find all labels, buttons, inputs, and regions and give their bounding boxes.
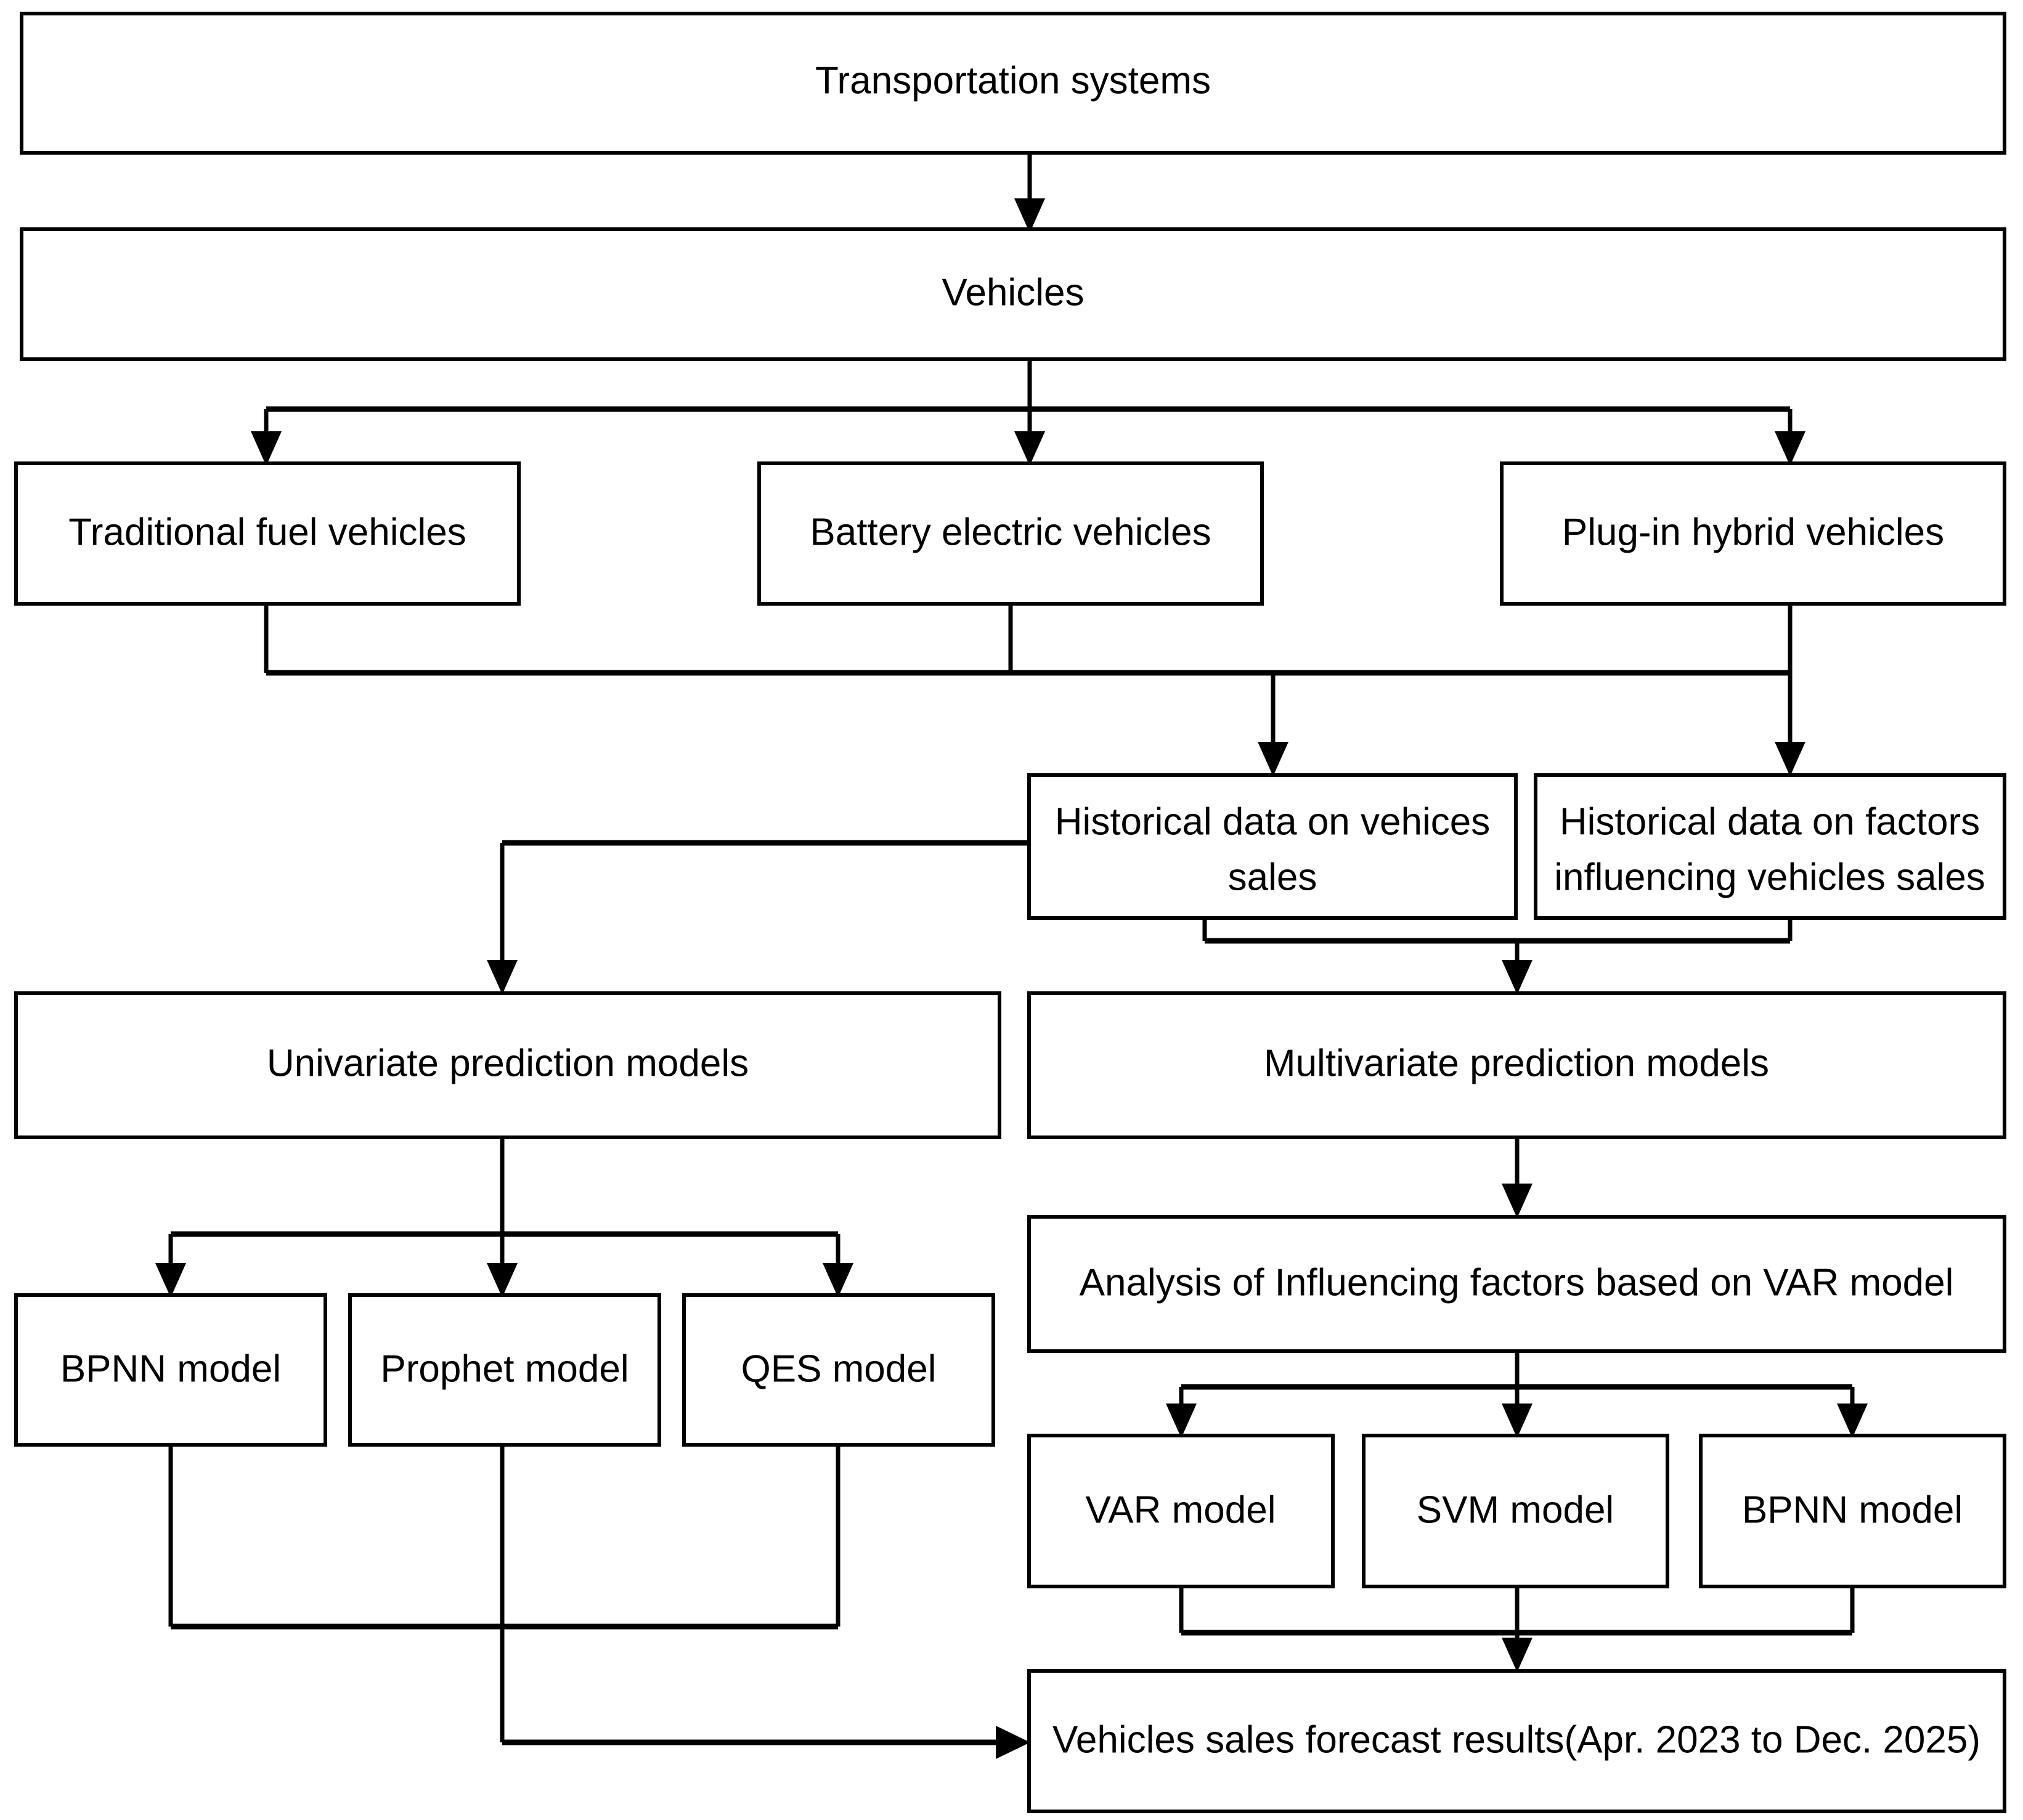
historical-data-vehicle-sales-box[interactable] bbox=[1027, 773, 1518, 920]
traditional-fuel-vehicles-box[interactable] bbox=[14, 461, 521, 606]
connector-layer bbox=[155, 153, 1868, 1759]
vehicles-label: Vehicles bbox=[942, 271, 1085, 314]
plug-in-hybrid-vehicles-box[interactable] bbox=[1500, 461, 2006, 606]
svm-model-label: SVM model bbox=[1417, 1489, 1614, 1531]
node-vehicles[interactable]: Vehicles bbox=[20, 227, 2006, 361]
edge-historical-sales-to-univariate bbox=[487, 840, 1029, 994]
node-battery-electric-vehicles[interactable]: Battery electric vehicles bbox=[757, 461, 1264, 606]
edge-historical-to-multivariate bbox=[1202, 918, 1793, 994]
historical-data-vehicle-sales-label-line1: Historical data on vehices bbox=[1055, 800, 1490, 843]
var-model-box[interactable] bbox=[1027, 1434, 1335, 1588]
bpnn-model-univariate-label: BPNN model bbox=[60, 1347, 281, 1390]
edge-multivariate-to-analysis bbox=[1502, 1137, 1533, 1218]
vehicles-sales-forecast-results-box[interactable] bbox=[1027, 1669, 2006, 1813]
traditional-fuel-vehicles-label: Traditional fuel vehicles bbox=[68, 511, 466, 553]
svm-model-box[interactable] bbox=[1362, 1434, 1669, 1588]
battery-electric-vehicles-box[interactable] bbox=[757, 461, 1264, 606]
edge-vehicletypes-to-historical-sales bbox=[264, 604, 1793, 776]
node-historical-data-vehicle-sales[interactable]: Historical data on vehices sales bbox=[1027, 773, 1518, 920]
node-plug-in-hybrid-vehicles[interactable]: Plug-in hybrid vehicles bbox=[1500, 461, 2006, 606]
node-univariate-prediction-models[interactable]: Univariate prediction models bbox=[14, 991, 1001, 1139]
analysis-influencing-factors-var-box[interactable] bbox=[1027, 1215, 2006, 1353]
node-svm-model[interactable]: SVM model bbox=[1362, 1434, 1669, 1588]
univariate-prediction-models-box[interactable] bbox=[14, 991, 1001, 1139]
node-bpnn-model-univariate[interactable]: BPNN model bbox=[14, 1293, 327, 1447]
qes-model-label: QES model bbox=[741, 1347, 936, 1390]
edge-transportation-to-vehicles bbox=[1014, 153, 1045, 233]
transportation-systems-box[interactable] bbox=[20, 12, 2006, 155]
edge-multivariate-models-to-forecast bbox=[1179, 1586, 1855, 1672]
var-model-label: VAR model bbox=[1086, 1489, 1276, 1531]
edge-univariate-models-to-forecast bbox=[168, 1445, 1030, 1759]
edge-analysis-to-models bbox=[1166, 1351, 1868, 1438]
node-transportation-systems[interactable]: Transportation systems bbox=[20, 12, 2006, 155]
node-analysis-influencing-factors-var[interactable]: Analysis of Influencing factors based on… bbox=[1027, 1215, 2006, 1353]
node-qes-model[interactable]: QES model bbox=[682, 1293, 995, 1447]
univariate-prediction-models-label: Univariate prediction models bbox=[267, 1042, 749, 1084]
edge-univariate-to-models bbox=[155, 1137, 853, 1298]
node-var-model[interactable]: VAR model bbox=[1027, 1434, 1335, 1588]
node-traditional-fuel-vehicles[interactable]: Traditional fuel vehicles bbox=[14, 461, 521, 606]
historical-data-vehicle-sales-label-line2: sales bbox=[1228, 856, 1317, 898]
qes-model-box[interactable] bbox=[682, 1293, 995, 1447]
prophet-model-box[interactable] bbox=[348, 1293, 661, 1447]
node-historical-data-factors[interactable]: Historical data on factors influencing v… bbox=[1534, 773, 2006, 920]
node-multivariate-prediction-models[interactable]: Multivariate prediction models bbox=[1027, 991, 2006, 1139]
node-prophet-model[interactable]: Prophet model bbox=[348, 1293, 661, 1447]
vehicles-box[interactable] bbox=[20, 227, 2006, 361]
edge-plugin-to-historical-factors bbox=[1775, 673, 1805, 776]
analysis-influencing-factors-var-label: Analysis of Influencing factors based on… bbox=[1080, 1261, 1954, 1304]
bpnn-model-univariate-box[interactable] bbox=[14, 1293, 327, 1447]
historical-data-factors-box[interactable] bbox=[1534, 773, 2006, 920]
vehicles-sales-forecast-results-label: Vehicles sales forecast results(Apr. 202… bbox=[1052, 1718, 1980, 1761]
node-bpnn-model-multivariate[interactable]: BPNN model bbox=[1699, 1434, 2006, 1588]
multivariate-prediction-models-label: Multivariate prediction models bbox=[1264, 1042, 1769, 1084]
edge-vehicles-to-vehicle-types bbox=[251, 359, 1805, 466]
multivariate-prediction-models-box[interactable] bbox=[1027, 991, 2006, 1139]
transportation-systems-label: Transportation systems bbox=[815, 59, 1211, 102]
battery-electric-vehicles-label: Battery electric vehicles bbox=[810, 511, 1211, 553]
plug-in-hybrid-vehicles-label: Plug-in hybrid vehicles bbox=[1562, 511, 1944, 553]
historical-data-factors-label-line2: influencing vehicles sales bbox=[1554, 856, 1985, 898]
historical-data-factors-label-line1: Historical data on factors bbox=[1560, 800, 1980, 843]
bpnn-model-multivariate-label: BPNN model bbox=[1742, 1489, 1963, 1531]
prophet-model-label: Prophet model bbox=[380, 1347, 629, 1390]
bpnn-model-multivariate-box[interactable] bbox=[1699, 1434, 2006, 1588]
node-vehicles-sales-forecast-results[interactable]: Vehicles sales forecast results(Apr. 202… bbox=[1027, 1669, 2006, 1813]
